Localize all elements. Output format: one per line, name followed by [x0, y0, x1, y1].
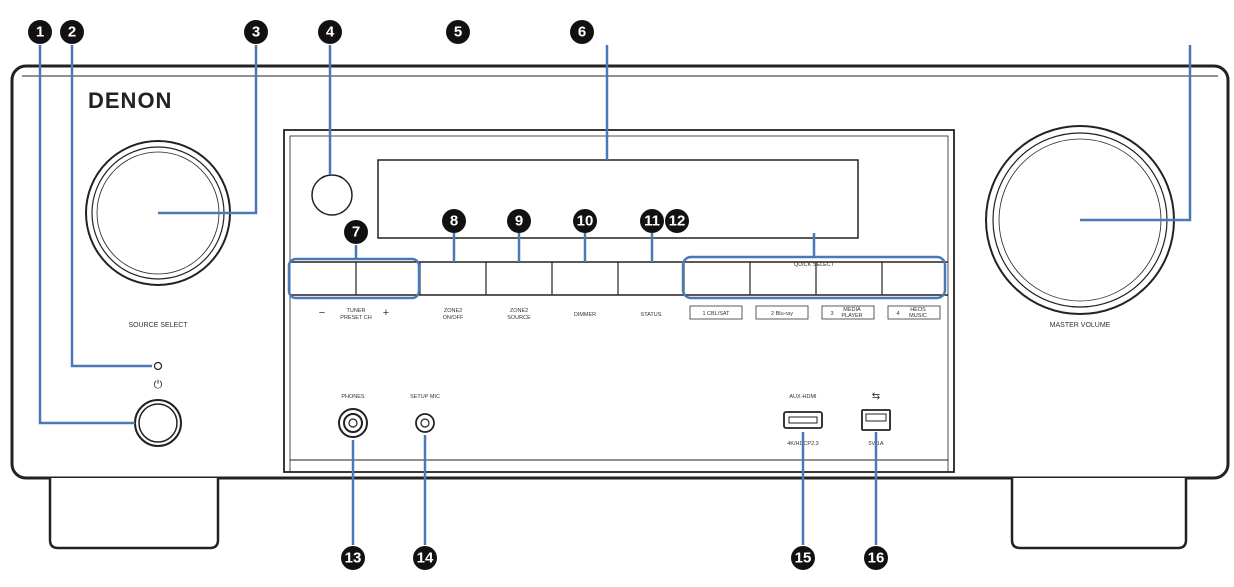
power-button[interactable] [134, 399, 182, 447]
qs2-box [755, 305, 809, 320]
power-symbol-icon: ⏻ [154, 379, 163, 391]
chassis [10, 64, 1230, 480]
svg-text:9: 9 [515, 213, 523, 230]
callout-5: 5 [446, 20, 470, 44]
phones-jack[interactable] [338, 408, 368, 438]
zone2-source-label-bottom: SOURCE [507, 315, 531, 321]
callout-12: 12 [665, 209, 689, 233]
usb-icon: ⇆ [872, 391, 880, 402]
zone2-source-label-top: ZONE2 [510, 308, 528, 314]
qs2-label: 2 Blu-ray [771, 311, 793, 317]
leader-3 [158, 45, 258, 215]
brand-logo: DENON [88, 88, 172, 113]
qs4-box [887, 305, 941, 320]
master-volume-label: MASTER VOLUME [1050, 322, 1111, 329]
callout-2: 2 [60, 20, 84, 44]
tuner-minus-label: − [319, 307, 325, 319]
tuner-highlight-box [287, 257, 421, 300]
svg-text:12: 12 [669, 213, 686, 230]
zone2-onoff-label-bottom: ON/OFF [443, 315, 464, 321]
callout-6: 6 [570, 20, 594, 44]
svg-text:7: 7 [352, 224, 360, 241]
svg-text:16: 16 [868, 550, 885, 567]
qs3-num: 3 [830, 311, 833, 317]
callout-7: 7 [344, 220, 368, 244]
svg-text:15: 15 [795, 550, 812, 567]
callout-1: 1 [28, 20, 52, 44]
zone2-onoff-label-top: ZONE2 [444, 308, 462, 314]
preset-ch-label: PRESET CH [340, 315, 371, 321]
callout-11: 11 [640, 209, 664, 233]
phones-label: PHONES [341, 394, 365, 400]
svg-text:11: 11 [644, 213, 660, 230]
leader-2 [70, 45, 152, 368]
svg-text:13: 13 [345, 550, 362, 567]
center-panel-inner [289, 135, 949, 473]
callout-4: 4 [318, 20, 342, 44]
svg-text:4: 4 [326, 24, 335, 41]
callout-16: 16 [864, 546, 888, 570]
callout-8: 8 [442, 209, 466, 233]
qs4-label-a: HEOS [910, 307, 926, 313]
callout-9: 9 [507, 209, 531, 233]
qs3-label-a: MEDIA [843, 307, 861, 313]
svg-text:1: 1 [36, 24, 44, 41]
tuner-label: TUNER [347, 308, 366, 314]
qs3-label-b: PLAYER [841, 313, 862, 319]
callout-15: 15 [791, 546, 815, 570]
status-label: STATUS [641, 312, 662, 318]
remote-sensor [311, 174, 353, 216]
qs3-box [821, 305, 875, 320]
svg-text:14: 14 [417, 550, 434, 567]
setup-mic-jack[interactable] [415, 413, 435, 433]
left-foot [48, 478, 220, 550]
svg-text:3: 3 [252, 24, 260, 41]
tuner-plus-label: + [383, 307, 389, 319]
setup-mic-label: SETUP MIC [410, 394, 440, 400]
power-indicator-led [153, 361, 163, 371]
qs4-label-b: MUSIC [909, 313, 927, 319]
callout-3: 3 [244, 20, 268, 44]
aux-hdmi-port[interactable] [783, 411, 823, 429]
quick-select-label: QUICK SELECT [794, 262, 835, 268]
svg-text:5: 5 [454, 24, 462, 41]
qs1-box [689, 305, 743, 320]
callout-14: 14 [413, 546, 437, 570]
source-select-label: SOURCE SELECT [128, 322, 188, 329]
aux-hdmi-label: AUX-HDMI [789, 394, 817, 400]
leader-1 [38, 45, 135, 425]
callout-10: 10 [573, 209, 597, 233]
leader-vol [1080, 45, 1192, 222]
svg-text:6: 6 [578, 24, 586, 41]
qs1-label: 1 CBL/SAT [702, 311, 730, 317]
svg-text:2: 2 [68, 24, 76, 41]
dimmer-label: DIMMER [574, 312, 596, 318]
qs4-num: 4 [896, 311, 899, 317]
callout-13: 13 [341, 546, 365, 570]
callout-leader-lines [38, 45, 1192, 545]
right-foot [1010, 478, 1188, 550]
svg-text:8: 8 [450, 213, 458, 230]
usb-port[interactable] [861, 409, 891, 431]
svg-text:10: 10 [577, 213, 594, 230]
